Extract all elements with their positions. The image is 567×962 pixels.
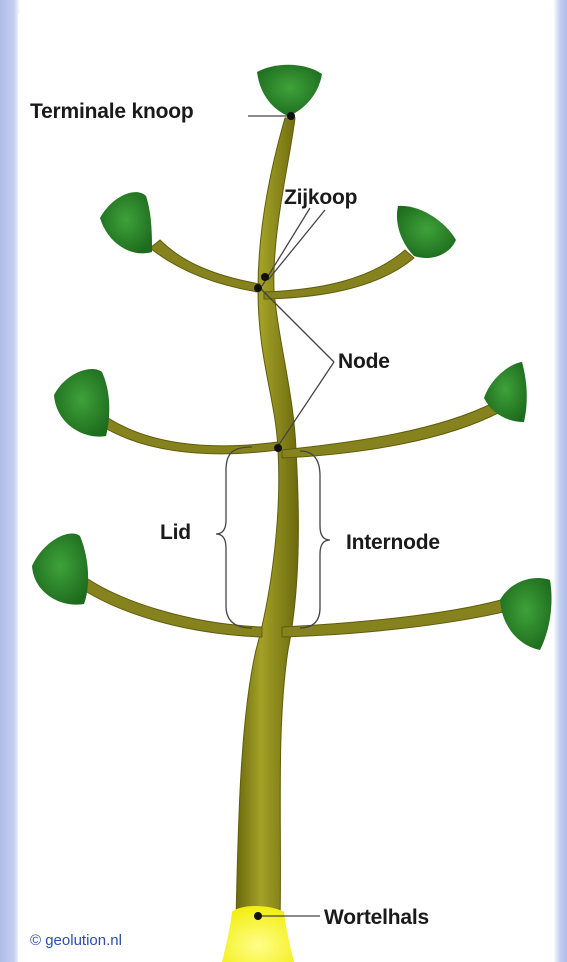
main-stem <box>236 118 298 920</box>
branch-lower-right <box>282 598 512 637</box>
label-terminal-bud: Terminale knoop <box>30 100 193 124</box>
credit-text: © geolution.nl <box>30 932 122 949</box>
label-internode: Internode <box>346 531 440 555</box>
brace-internode <box>300 451 330 628</box>
node-dot-middle <box>274 444 282 452</box>
leaf-upper-left <box>100 192 152 253</box>
branch-middle-left <box>100 418 278 454</box>
terminal-bud-dot <box>287 112 295 120</box>
lateral-bud-dot <box>261 273 269 281</box>
label-root-collar: Wortelhals <box>324 906 429 930</box>
leaf-lower-right <box>500 578 552 650</box>
branch-lower-left <box>76 575 262 637</box>
label-lateral-bud: Zijkoop <box>284 186 357 210</box>
label-lid: Lid <box>160 521 191 545</box>
root-collar-dot <box>254 912 262 920</box>
leaf-lower-left <box>32 534 88 605</box>
branch-upper-left <box>150 240 260 292</box>
node-dot-upper <box>254 284 262 292</box>
leaf-middle-left <box>54 369 109 437</box>
brace-lid <box>216 447 252 628</box>
label-node: Node <box>338 350 390 374</box>
branch-middle-right <box>282 402 500 458</box>
leaf-terminal <box>257 65 322 116</box>
